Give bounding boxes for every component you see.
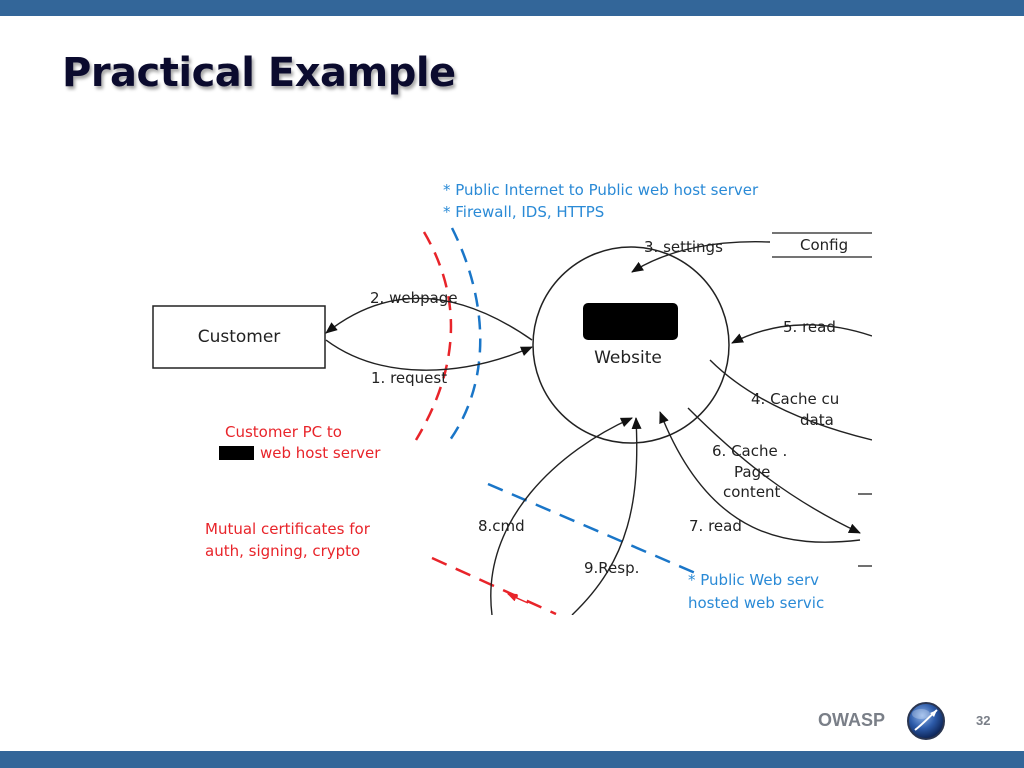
cmd-flow — [490, 417, 633, 615]
slide-title: Practical Example — [62, 50, 456, 96]
customer-pc-note-1: Customer PC to — [225, 423, 342, 441]
mutual-cert-boundary — [431, 556, 557, 615]
owasp-logo-icon — [906, 701, 946, 745]
mutual-cert-arrow — [507, 593, 529, 604]
settings-flow — [631, 241, 771, 273]
cache-page-label-2: Page — [734, 463, 770, 481]
read-5-label: 5. read — [783, 318, 836, 336]
header-bar — [0, 0, 1024, 16]
read-5-flow — [731, 324, 872, 344]
webpage-label: 2. webpage — [370, 289, 458, 307]
website-process — [532, 246, 730, 444]
customer-pc-redacted — [219, 446, 254, 460]
public-internet-note-2: * Firewall, IDS, HTTPS — [443, 203, 604, 221]
read-7-flow — [659, 411, 861, 543]
config-label: Config — [800, 236, 848, 254]
redacted-block — [583, 303, 678, 340]
page-number: 32 — [976, 713, 991, 728]
public-web-boundary — [487, 482, 701, 577]
webpage-flow — [325, 297, 533, 341]
public-web-note-2: hosted web servic — [688, 594, 824, 612]
resp-flow — [571, 417, 642, 615]
customer-pc-boundary — [414, 231, 453, 441]
cache-data-label-2: data — [800, 411, 834, 429]
cache-data-flow — [709, 359, 872, 441]
customer-pc-note-2: web host server — [260, 444, 381, 462]
public-internet-boundary — [448, 227, 482, 441]
mutual-cert-note-2: auth, signing, crypto — [205, 542, 360, 560]
website-label: Website — [594, 348, 662, 368]
request-label: 1. request — [371, 369, 447, 387]
public-web-note-1: * Public Web serv — [688, 571, 819, 589]
public-internet-note-1: * Public Internet to Public web host ser… — [443, 181, 759, 199]
customer-box — [152, 305, 326, 369]
cmd-label: 8.cmd — [478, 517, 525, 535]
owasp-brand-text: OWASP — [818, 710, 886, 730]
cache-page-label-1: 6. Cache . — [712, 442, 787, 460]
request-flow — [325, 339, 533, 371]
cache-data-label-1: 4. Cache cu — [751, 390, 839, 408]
resp-label: 9.Resp. — [584, 559, 639, 577]
read-7-label: 7. read — [689, 517, 742, 535]
footer-bar — [0, 751, 1024, 768]
customer-label: Customer — [198, 327, 281, 347]
cache-page-label-3: content — [723, 483, 781, 501]
cache-page-flow — [687, 407, 861, 534]
settings-label: 3. settings — [644, 238, 723, 256]
mutual-cert-note-1: Mutual certificates for — [205, 520, 371, 538]
